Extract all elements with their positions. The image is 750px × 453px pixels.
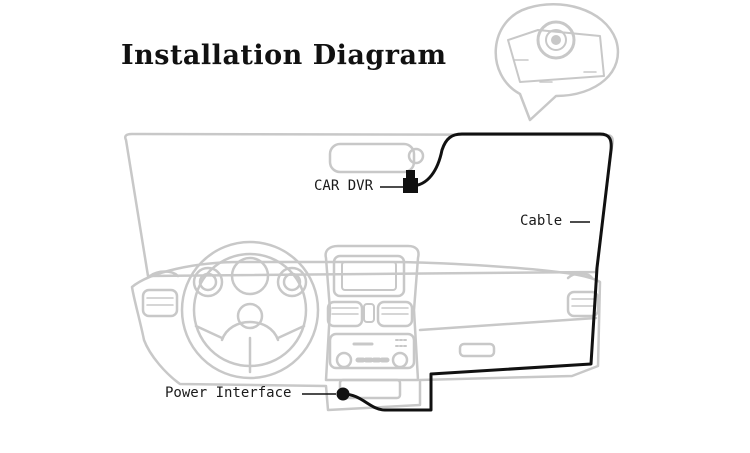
instrument-gauges bbox=[192, 256, 308, 298]
power-cable bbox=[341, 132, 613, 412]
power-interface-plug bbox=[336, 387, 350, 401]
windshield-outline bbox=[124, 132, 614, 278]
cable-label: Cable bbox=[520, 213, 563, 229]
glovebox-handle bbox=[458, 342, 496, 358]
rearview-mirror bbox=[328, 142, 425, 174]
center-console bbox=[324, 244, 420, 400]
diagram-title: Installation Diagram bbox=[121, 40, 447, 71]
infotainment-screen bbox=[332, 254, 406, 298]
center-vent-left bbox=[326, 300, 364, 328]
left-air-vent bbox=[141, 270, 180, 318]
steering-wheel bbox=[180, 240, 320, 380]
glovebox-outline bbox=[418, 316, 598, 332]
car-dvr-label: CAR DVR bbox=[314, 178, 374, 194]
dash-camera-inset bbox=[494, 3, 620, 122]
car-dvr-device bbox=[403, 170, 418, 193]
power-interface-label: Power Interface bbox=[165, 385, 292, 401]
center-vent-right bbox=[376, 300, 414, 328]
dashboard-outline bbox=[130, 260, 602, 412]
right-air-vent bbox=[566, 272, 600, 318]
radio-panel bbox=[328, 332, 416, 370]
